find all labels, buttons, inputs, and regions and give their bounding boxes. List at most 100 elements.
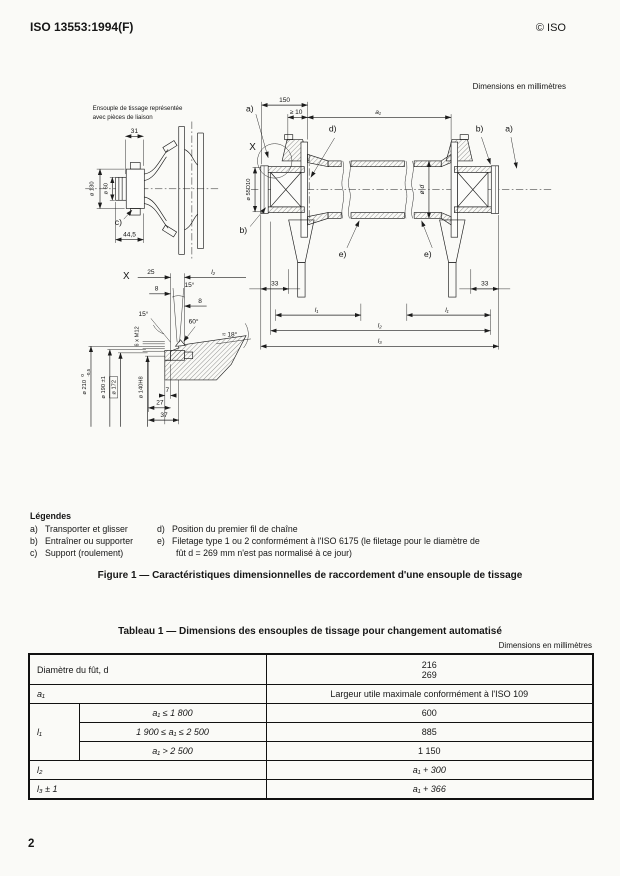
label-x-detail: X xyxy=(249,142,256,153)
side-view-drawing xyxy=(85,121,219,261)
dim-ge10: ≥ 10 xyxy=(290,109,303,116)
legend-key-d: d) xyxy=(157,524,165,534)
dims-note-top: Dimensions en millimètres xyxy=(472,82,566,91)
cell-l1-value-2: 885 xyxy=(265,722,594,742)
label-a-right: a) xyxy=(505,123,513,133)
diameter-value-2: 269 xyxy=(421,669,437,680)
table-row-l1-case3: a₁ > 2 500 1 150 xyxy=(29,741,594,761)
figure-note-line2: avec pièces de liaison xyxy=(93,114,154,121)
svg-text:0: 0 xyxy=(80,374,85,377)
dim-37: 37 xyxy=(160,412,168,419)
label-d: d) xyxy=(329,123,337,133)
table-row-l1-case1: l₁ a₁ ≤ 1 800 600 xyxy=(28,703,594,761)
table-1: Diamètre du fût, d 216 269 a₁ Largeur ut… xyxy=(28,653,595,800)
dim-dia130: ø 130 xyxy=(89,181,95,196)
thread-groove xyxy=(174,339,186,347)
cell-a1-label: a₁ xyxy=(28,684,267,704)
dim-8-left: 8 xyxy=(155,286,159,293)
iso-copyright: © ISO xyxy=(535,22,566,34)
flange-section xyxy=(164,335,247,381)
dim-a1: a₁ xyxy=(375,109,381,116)
figure-1-drawing: Ensouple de tissage représentée avec piè… xyxy=(80,97,553,427)
label-a-left: a) xyxy=(246,104,254,114)
label-c: c) xyxy=(115,217,122,227)
dim-dia60: ø 60 xyxy=(103,183,109,194)
cell-l1-cond-1: a₁ ≤ 1 800 xyxy=(78,703,267,723)
cell-diameter-values: 216 269 xyxy=(265,653,594,685)
legend-key-b: b) xyxy=(30,536,38,546)
label-b-right: b) xyxy=(476,123,484,133)
table-1-title: Tableau 1 — Dimensions des ensouples de … xyxy=(118,626,502,637)
detail-x-circle xyxy=(257,143,293,179)
legend-item-a: Transporter et glisser xyxy=(45,524,128,534)
legend-item-e-line1: Filetage type 1 ou 2 conformément à l'IS… xyxy=(172,536,480,546)
dim-25: 25 xyxy=(147,269,155,276)
dims-note-table: Dimensions en millimètres xyxy=(498,641,592,650)
svg-text:ø 210: ø 210 xyxy=(82,380,88,395)
dim-27: 27 xyxy=(156,400,164,407)
cell-l3-label: l₃ ± 1 xyxy=(28,779,267,800)
angle-15-right: 15° xyxy=(184,281,194,289)
legend-item-c: Support (roulement) xyxy=(45,548,124,558)
dim-44-5: 44,5 xyxy=(123,231,136,238)
legend-key-a: a) xyxy=(30,524,38,534)
table-row-diameter: Diamètre du fût, d 216 269 xyxy=(28,653,594,685)
dim-dia-d: ø d xyxy=(419,185,426,195)
label-b-left: b) xyxy=(239,225,247,235)
legend-title: Légendes xyxy=(30,511,72,521)
doc-reference: ISO 13553:1994(F) xyxy=(30,20,134,34)
angle-15-left: 15° xyxy=(139,310,149,318)
dim-l2-detail: l₂ xyxy=(211,269,215,276)
dim-dia190: ø 190 ±1 xyxy=(101,376,107,399)
table-row-l3: l₃ ± 1 a₁ + 366 xyxy=(28,779,594,800)
dim-dia55: ø 55D10 xyxy=(246,179,252,201)
main-beam-drawing xyxy=(250,134,553,298)
cell-a1-value: Largeur utile maximale conformément à l'… xyxy=(265,684,594,704)
angle-18: ≈ 18° xyxy=(222,330,238,338)
diameter-value-1: 216 xyxy=(421,659,437,670)
table-row-l1-case2: 1 900 ≤ a₁ ≤ 2 500 885 xyxy=(29,722,594,742)
legend-key-e: e) xyxy=(157,536,165,546)
cell-l2-label: l₂ xyxy=(28,760,267,780)
dim-bolts: 6 x M12 xyxy=(135,326,141,346)
detail-x-drawing: X 25 l₂ 8 8 15° 15° 60° ≈ 18° xyxy=(80,269,251,427)
legend-item-b: Entraîner ou supporter xyxy=(45,536,134,546)
cell-l1-label: l₁ xyxy=(28,703,80,761)
dim-dia210: ø 210 0 -0,5 xyxy=(80,368,91,394)
dim-l2: l₂ xyxy=(378,322,382,329)
dim-dia140: ø 140H8 xyxy=(139,376,145,398)
cell-l1-cond-2: 1 900 ≤ a₁ ≤ 2 500 xyxy=(78,722,267,742)
main-beam-labels: a) X d) b) b) a) e) e) xyxy=(239,104,518,259)
dim-7: 7 xyxy=(165,387,169,394)
dim-l3: l₃ xyxy=(378,338,382,345)
label-e-left: e) xyxy=(339,249,347,259)
page-number: 2 xyxy=(28,838,35,850)
dim-33-left: 33 xyxy=(271,281,279,288)
legend-item-d: Position du premier fil de chaîne xyxy=(172,524,298,534)
main-beam-dimensions: 150 ≥ 10 a₁ ø 55D10 ø d 33 33 l₁ l₁ xyxy=(246,97,511,350)
cell-l3-value: a₁ + 366 xyxy=(265,779,594,800)
dim-l1-right: l₁ xyxy=(445,307,449,314)
dim-31: 31 xyxy=(131,128,139,135)
break-line xyxy=(341,160,344,219)
label-e-right: e) xyxy=(424,249,432,259)
figure-1-caption: Figure 1 — Caractéristiques dimensionnel… xyxy=(97,570,523,581)
cell-l1-value-3: 1 150 xyxy=(265,741,594,761)
svg-text:ø 172: ø 172 xyxy=(112,380,118,395)
dim-8-right: 8 xyxy=(198,298,202,305)
dim-150: 150 xyxy=(279,97,290,104)
legend-item-e-line2: fût d = 269 mm n'est pas normalisé à ce … xyxy=(176,548,352,558)
cell-l2-value: a₁ + 300 xyxy=(265,760,594,780)
table-row-a1: a₁ Largeur utile maximale conformément à… xyxy=(28,684,594,704)
dim-33-right: 33 xyxy=(481,281,489,288)
dim-l1-left: l₁ xyxy=(315,307,319,314)
cell-diameter-label: Diamètre du fût, d xyxy=(28,653,267,685)
cell-l1-value-1: 600 xyxy=(265,703,594,723)
side-view-dimensions: 31 ø 130 ø 60 44,5 c) xyxy=(89,128,144,243)
dim-dia172: ø 172 xyxy=(109,376,118,399)
cell-l1-cond-3: a₁ > 2 500 xyxy=(78,741,267,761)
angle-60: 60° xyxy=(189,317,199,325)
svg-text:-0,5: -0,5 xyxy=(86,368,91,376)
legend-key-c: c) xyxy=(30,548,38,558)
